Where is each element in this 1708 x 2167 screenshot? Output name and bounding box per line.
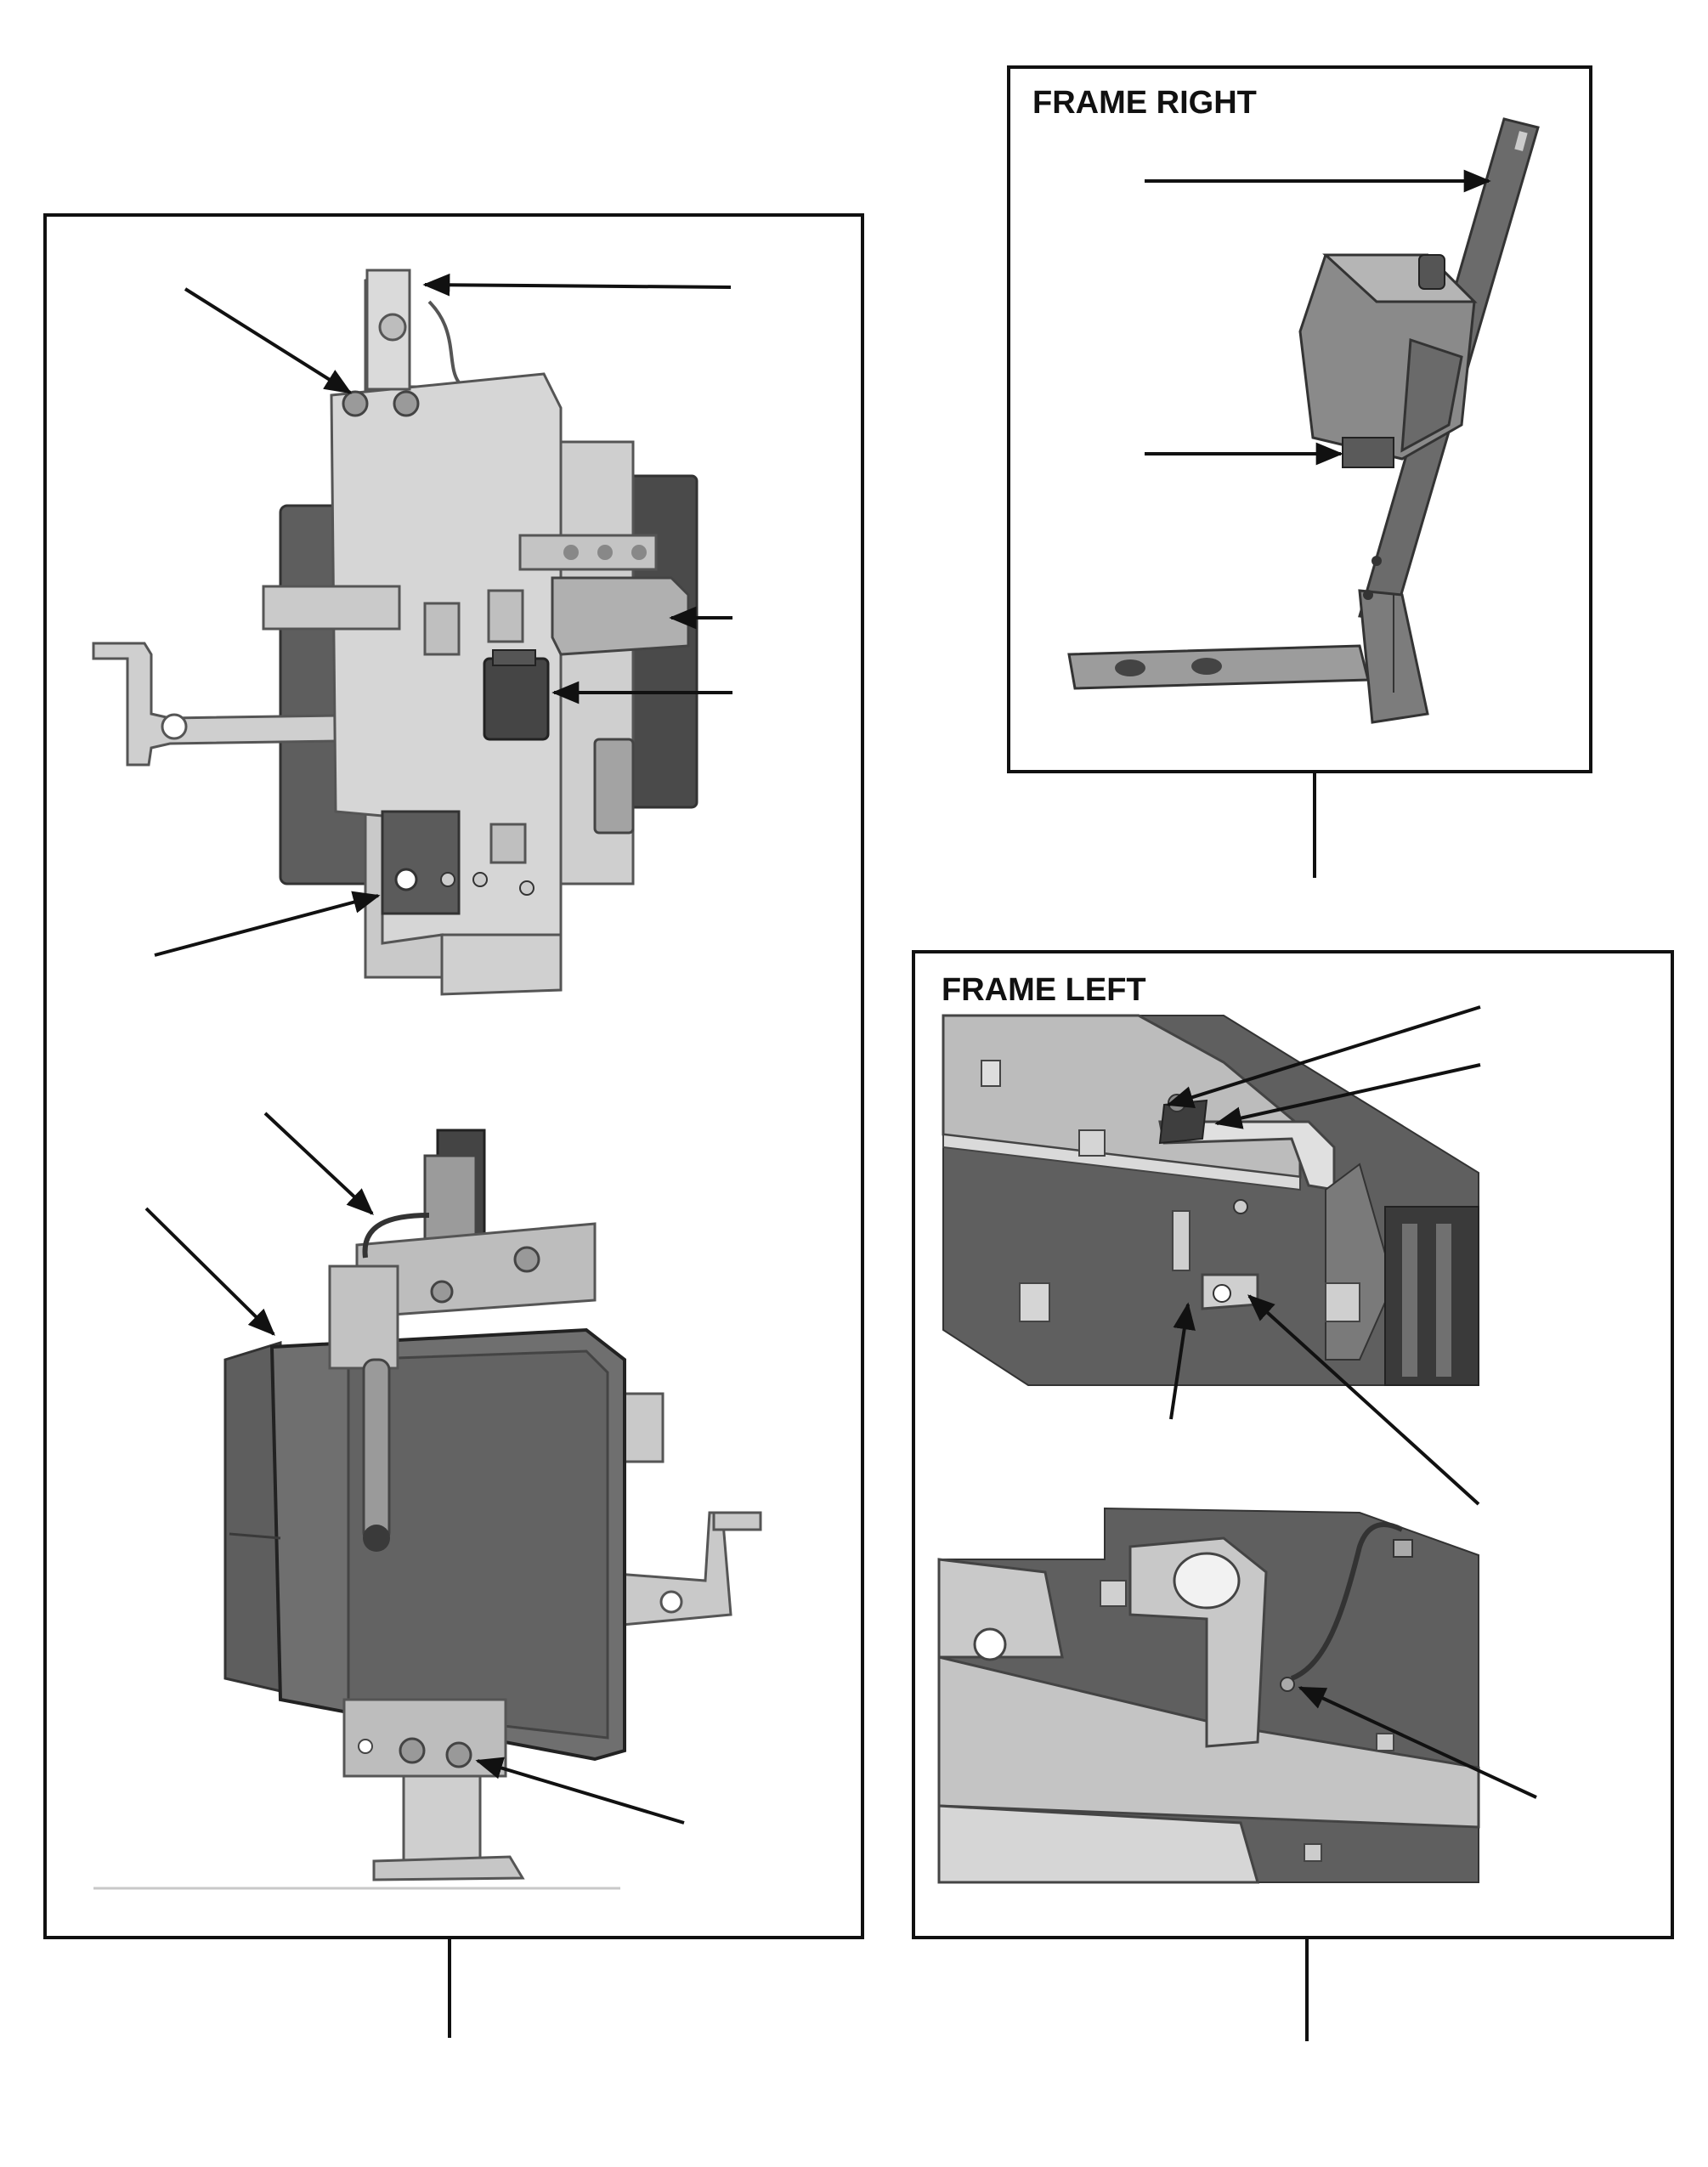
- callout-arrow: [1298, 1686, 1537, 1799]
- callout-arrows-bottom: [144, 1112, 685, 1825]
- frame-left-detail-top: [942, 1014, 1480, 1386]
- callout-arrow: [1169, 1302, 1196, 1420]
- ecm-unit-assembly-bottom: [93, 1129, 762, 1890]
- frame-left-arrows-top: [1166, 1005, 1481, 1506]
- callout-arrow: [1214, 1063, 1481, 1129]
- left-panel-border: [43, 213, 864, 1939]
- callout-arrow: [144, 1207, 275, 1336]
- left-panel: [43, 213, 864, 2038]
- frame-left-arrows-bottom: [1298, 1686, 1537, 1799]
- callout-arrow: [184, 287, 353, 394]
- ecm-bracket-assembly-top: [92, 269, 698, 996]
- frame-right-title: FRAME RIGHT: [1032, 85, 1257, 121]
- frame-left-border: [912, 950, 1674, 1939]
- frame-right-border: [1007, 65, 1592, 773]
- callout-arrow: [154, 891, 381, 957]
- callout-arrow: [475, 1757, 685, 1825]
- callout-arrow: [1166, 1005, 1481, 1108]
- frame-right-bracket: [1067, 117, 1540, 724]
- callout-arrows-top: [154, 273, 732, 957]
- frame-left-title: FRAME LEFT: [942, 972, 1146, 1008]
- callout-arrow: [1247, 1294, 1480, 1506]
- callout-arrow: [263, 1112, 374, 1215]
- frame-left-panel: FRAME LEFT: [912, 950, 1674, 2041]
- frame-left-detail-bottom: [937, 1507, 1480, 1884]
- frame-right-panel: FRAME RIGHT: [1007, 65, 1592, 878]
- frame-right-arrows: [1145, 169, 1491, 466]
- callout-arrow: [422, 273, 732, 297]
